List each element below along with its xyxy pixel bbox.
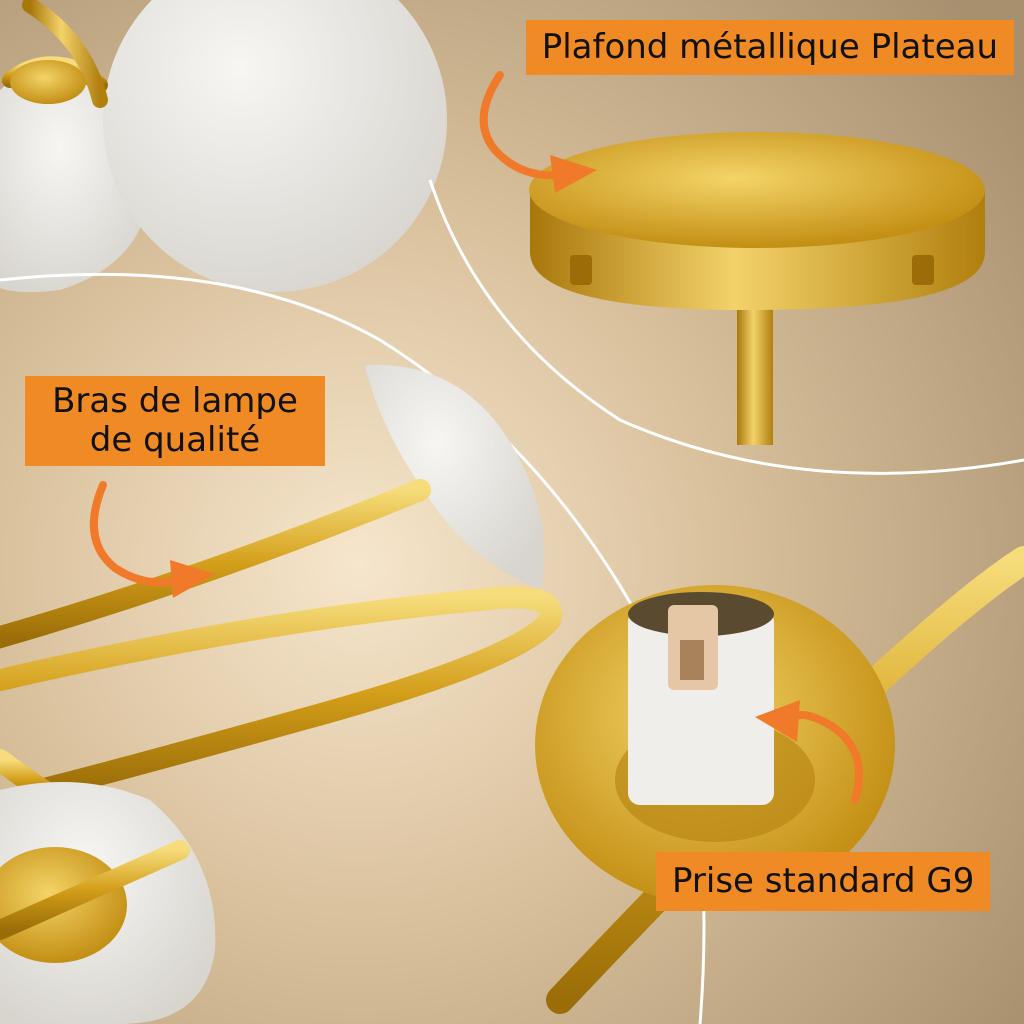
lamp-arm-label-line1: Bras de lampe (52, 381, 298, 421)
lamp-arm-label: Bras de lampe de qualité (25, 376, 325, 467)
arrow-icon-plate (479, 71, 597, 193)
socket-label: Prise standard G9 (656, 852, 991, 912)
globe-shades-top (0, 0, 447, 293)
g9-socket (535, 585, 895, 905)
arrow-icon-socket (755, 700, 864, 804)
ceiling-plate-label: Plafond métallique Plateau (525, 20, 1014, 76)
lamp-arm-label-line2: de qualité (89, 420, 261, 461)
ceiling-plate (529, 132, 985, 445)
globe-shade-bottom (0, 782, 216, 1024)
arrow-icon-arm (89, 481, 215, 598)
globe-shade-middle (365, 364, 545, 590)
